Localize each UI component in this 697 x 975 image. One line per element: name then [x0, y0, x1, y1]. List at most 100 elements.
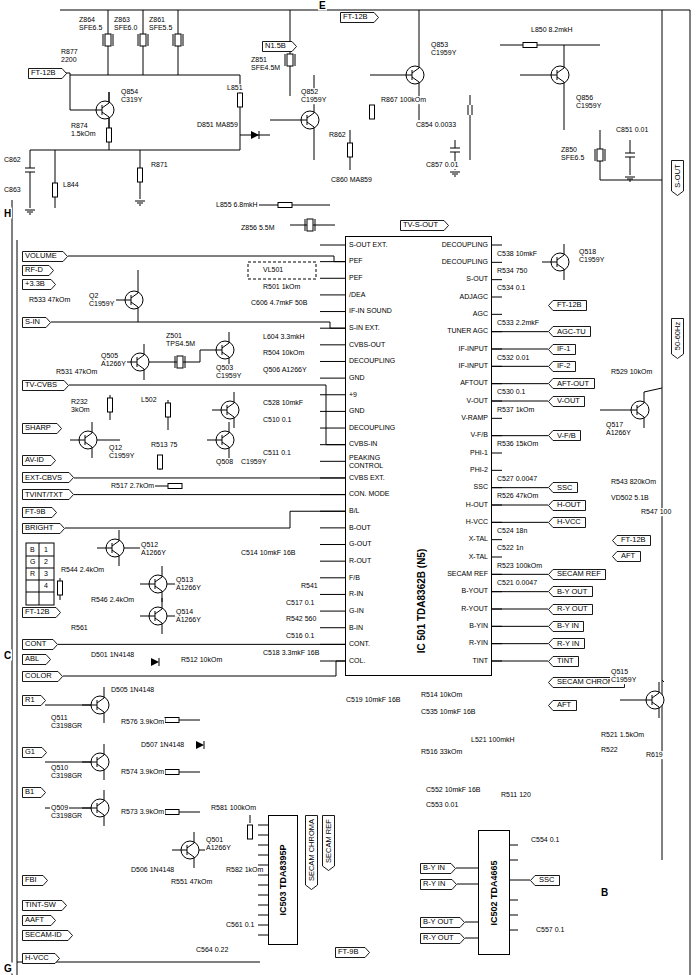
component-label: R544 2.4kOm [60, 566, 105, 574]
connector-tag: B-Y IN [548, 621, 584, 632]
component-label: C851 0.01 [615, 126, 649, 134]
connector-tag: EXT-CBVS [22, 472, 74, 483]
pin-name: IF-IN SOUND [349, 308, 411, 316]
component-label: Q506 A1266Y [262, 366, 308, 374]
component-label: C510 0.1 [262, 416, 292, 424]
component-label: A1266Y [100, 360, 127, 368]
pin-name: CON. MODE [349, 491, 411, 499]
tag-text: AFT [557, 701, 571, 709]
component-label: Z856 5.5M [240, 224, 275, 232]
transistor-symbol [82, 744, 109, 780]
filter-symbol [103, 34, 113, 46]
wire-connector [465, 938, 478, 939]
pin-name: B-OUT [349, 524, 411, 532]
wire-connector [68, 256, 345, 262]
component-label: 3 [43, 570, 49, 578]
component-label: C863 [3, 186, 22, 194]
diode-symbol [251, 131, 259, 139]
component-label: Q501 [205, 836, 224, 844]
connector-tag: FT-12B [22, 607, 61, 618]
component-label: D506 1N4148 [130, 866, 175, 874]
component-label: 1.5kOm [70, 130, 97, 138]
wire-connector [65, 511, 345, 528]
connector-tag: V-OUT [548, 396, 585, 407]
tag-outline [549, 500, 586, 510]
pin-name: V-F/B [436, 432, 488, 440]
wire-connector [492, 383, 548, 384]
tag-outline [549, 396, 585, 406]
connector-tag: SSC [530, 875, 560, 886]
transistor-symbol [622, 392, 649, 428]
tag-outline [549, 700, 577, 710]
transistor-symbol [172, 832, 199, 868]
pin-name: PHI-2 [436, 466, 488, 474]
component-label: C1959Y [240, 458, 267, 466]
tag-outline [23, 317, 51, 327]
pin-name: PHI-1 [436, 449, 488, 457]
pin-name: H-VCC [436, 518, 488, 526]
component-label: Q508 [215, 458, 234, 466]
transistor-symbol [637, 682, 664, 718]
pin-name: IF-INPUT [436, 345, 488, 353]
tag-text: RF-D [25, 266, 43, 274]
pin-name: X-TAL [436, 553, 488, 561]
pin-name: PEF [349, 274, 411, 282]
pin-name: DECOUPLING [436, 258, 488, 266]
wire-connector [492, 505, 548, 506]
wire-connector [74, 477, 345, 478]
component-label: Q511 [50, 714, 69, 722]
resistor-symbol [165, 770, 179, 775]
pin-name: CONT. [349, 640, 411, 648]
tag-text: VOLUME [25, 252, 57, 260]
component-label: L521 100mkH [470, 736, 516, 744]
component-label: C1959Y [108, 452, 135, 460]
transistor-symbol [207, 332, 234, 368]
connector-tag: B-Y OUT [420, 917, 465, 928]
ic-label: IC503 TDA8395P [279, 844, 288, 915]
wire [26, 543, 54, 605]
tag-text: IF-2 [557, 363, 570, 371]
tag-outline [336, 947, 370, 957]
component-label: Q503 [215, 364, 234, 372]
pin-name: S-OUT EXT. [349, 241, 411, 249]
component-label: C862 [3, 156, 22, 164]
tag-text: SECAM-ID [25, 931, 62, 939]
tag-outline [23, 930, 73, 940]
filter-symbol [305, 219, 315, 231]
tag-outline [323, 816, 335, 871]
tag-outline [549, 483, 578, 493]
component-label: R512 10kOm [180, 656, 223, 664]
component-label: R862 [328, 131, 347, 139]
component-label: C1959Y [610, 676, 637, 684]
component-label: R573 3.9kOm [120, 808, 165, 816]
tag-outline [401, 220, 449, 230]
component-label: R511 120 [500, 791, 532, 799]
connector-tag: TV-CVBS [22, 380, 69, 391]
tag-outline [306, 816, 318, 890]
tag-text: B1 [25, 788, 34, 796]
component-label: R551 47kOm [170, 878, 213, 886]
connector-tag: AFT [612, 551, 641, 562]
tag-outline [23, 875, 48, 885]
tag-outline [23, 251, 68, 261]
component-label: C538 10mkF [496, 250, 538, 258]
connector-tag: IF-2 [548, 361, 576, 372]
tag-text: V-F/B [557, 432, 576, 440]
tag-outline [549, 639, 585, 649]
transistor-symbol [212, 392, 239, 428]
component-label: 3kOm [70, 406, 91, 414]
pin-name: SSC [436, 484, 488, 492]
wire-connector [58, 644, 345, 645]
component-label: R619 [645, 751, 664, 759]
component-label: C3198GR [50, 772, 83, 780]
tag-outline [549, 604, 593, 614]
tag-text: CONT [25, 641, 46, 649]
component-label: C514 10mkF 16B [240, 549, 296, 557]
component-label: R522 [600, 746, 619, 754]
component-label: C1959Y [300, 96, 327, 104]
tag-text: H-OUT [557, 501, 581, 509]
diode-symbol [196, 741, 204, 749]
component-label: C511 0.1 [262, 449, 292, 457]
component-label: C527 0.0047 [496, 475, 538, 483]
sheet-letter: C [3, 650, 12, 661]
